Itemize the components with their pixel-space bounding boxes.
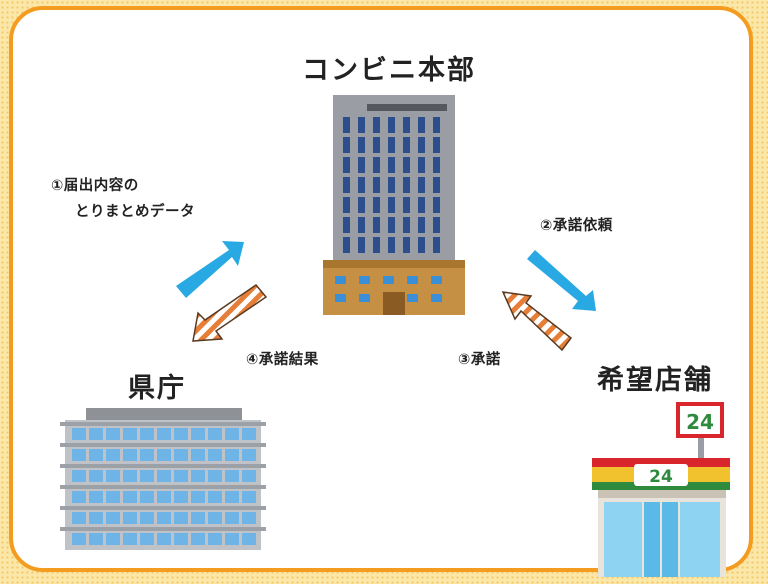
step1-arrow — [176, 241, 244, 298]
prefecture-building-icon — [60, 408, 266, 550]
step3-arrow — [501, 291, 573, 352]
store-pole-sign-number: 24 — [686, 410, 714, 434]
step1-label-line2: とりまとめデータ — [75, 204, 195, 220]
store-roof-sign-number: 24 — [649, 467, 673, 487]
step1-label: ①届出内容の とりまとめデータ — [51, 173, 195, 225]
prefecture-label: 県庁 — [128, 373, 186, 404]
step3-label: ③承諾 — [458, 352, 501, 368]
convenience-store-icon: 24 24 — [592, 402, 730, 577]
step1-label-line1: ①届出内容の — [51, 178, 139, 194]
step4-label: ④承諾結果 — [246, 352, 319, 368]
headquarters-label: コンビニ本部 — [302, 55, 476, 86]
step4-arrow — [192, 283, 268, 342]
headquarters-building-icon — [323, 95, 465, 315]
step2-arrow — [527, 250, 596, 311]
step2-label: ②承諾依頼 — [540, 218, 613, 234]
store-label: 希望店舗 — [597, 365, 713, 396]
